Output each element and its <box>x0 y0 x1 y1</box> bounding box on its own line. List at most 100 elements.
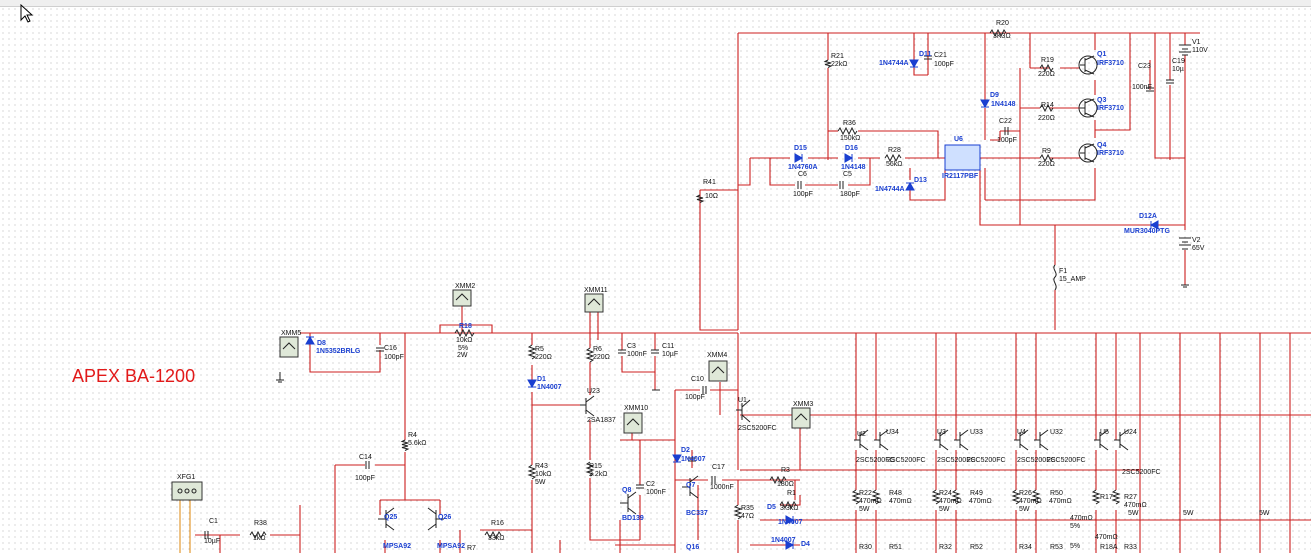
label-r51: R51 <box>889 544 902 551</box>
label-r1-value: 3.3kΩ <box>780 505 798 512</box>
label-u33-type: 2SC5200FC <box>967 457 1006 464</box>
label-d13: D13 <box>914 177 927 184</box>
multimeter-xmm2[interactable] <box>452 289 472 307</box>
label-d15: D15 <box>794 145 807 152</box>
arrow-cursor-icon <box>20 4 34 23</box>
label-c22: C22 <box>999 118 1012 125</box>
label-r19-value: 220Ω <box>1038 71 1055 78</box>
multimeter-xmm3[interactable] <box>791 407 811 429</box>
label-d9: D9 <box>990 92 999 99</box>
label-resistor-tolerance-1: 5% <box>1070 523 1080 530</box>
label-u4-type: 2SC5200FC <box>1017 457 1056 464</box>
label-r36-value: 150kΩ <box>840 135 860 142</box>
multimeter-xmm4[interactable] <box>708 360 728 382</box>
label-r5: R5 <box>535 346 544 353</box>
label-c17-value: 1000nF <box>710 484 734 491</box>
label-u23: U23 <box>587 388 600 395</box>
label-r4-value: 5.6kΩ <box>408 440 426 447</box>
label-xmm10: XMM10 <box>624 405 648 412</box>
label-r5-value: 220Ω <box>535 354 552 361</box>
label-r17: R17 <box>1100 494 1113 501</box>
label-d12a: D12A <box>1139 213 1157 220</box>
label-c19: C19 <box>1172 58 1185 65</box>
label-c10-value: 100pF <box>685 394 705 401</box>
label-q8: Q8 <box>622 487 631 494</box>
label-power-1: 5W <box>1183 510 1194 517</box>
multimeter-xmm5[interactable] <box>279 336 299 358</box>
label-r16-value: 33kΩ <box>488 535 505 542</box>
label-c5-value: 180pF <box>840 191 860 198</box>
label-c11-value: 10µF <box>662 351 678 358</box>
multimeter-xmm10[interactable] <box>623 412 643 434</box>
label-v1-value: 110V <box>1192 47 1208 54</box>
label-r21-value: 22kΩ <box>831 61 848 68</box>
label-c1: C1 <box>209 518 218 525</box>
label-c21: C21 <box>934 52 947 59</box>
label-u24: U24 <box>1124 429 1137 436</box>
label-r4: R4 <box>408 432 417 439</box>
label-u3: U3 <box>937 429 946 436</box>
label-d12a-type: MUR3040PTG <box>1124 228 1170 235</box>
label-q3: Q3 <box>1097 97 1106 104</box>
label-r3: R3 <box>781 467 790 474</box>
label-r27-power: 5W <box>1128 510 1139 517</box>
label-d5-type: 1N4007 <box>778 519 803 526</box>
label-d4: D4 <box>801 541 810 548</box>
label-r22-power: 5W <box>859 506 870 513</box>
wires <box>195 32 1311 553</box>
label-c3: C3 <box>627 343 636 350</box>
function-generator-xfg1[interactable] <box>171 481 203 501</box>
label-r36: R36 <box>843 120 856 127</box>
label-d16-type: 1N4148 <box>841 164 866 171</box>
probe-wires <box>179 500 191 553</box>
label-q16: Q16 <box>686 544 699 551</box>
label-d8: D8 <box>317 340 326 347</box>
label-u32: U32 <box>1050 429 1063 436</box>
label-r53: R53 <box>1050 544 1063 551</box>
label-v1: V1 <box>1192 39 1201 46</box>
label-f1: F1 <box>1059 268 1067 275</box>
label-q7: Q7 <box>686 482 695 489</box>
schematic-title: APEX BA-1200 <box>72 366 195 386</box>
label-u34-type: 2SC5200FC <box>887 457 926 464</box>
label-r19: R19 <box>1041 57 1054 64</box>
label-resistor-tolerance-2: 5% <box>1070 543 1080 550</box>
label-c6: C6 <box>798 171 807 178</box>
label-u2: U2 <box>857 431 866 438</box>
label-d2: D2 <box>681 447 690 454</box>
label-u23-type: 2SA1837 <box>587 417 616 424</box>
multimeter-xmm11[interactable] <box>584 293 604 313</box>
ic-u6[interactable] <box>944 144 981 171</box>
battery-symbols <box>1179 44 1191 250</box>
label-r50: R50 <box>1050 490 1063 497</box>
label-r18: R18 <box>459 323 472 330</box>
label-q1-type: IRF3710 <box>1097 60 1124 67</box>
label-c6-value: 100pF <box>793 191 813 198</box>
label-r18a: R18A <box>1100 544 1118 551</box>
label-c22-value: 100pF <box>997 137 1017 144</box>
label-r50-value: 470mΩ <box>1049 498 1072 505</box>
label-d1-type: 1N4007 <box>537 384 562 391</box>
label-r48-value: 470mΩ <box>889 498 912 505</box>
label-q4: Q4 <box>1097 142 1106 149</box>
label-power-2: 5W <box>1259 510 1270 517</box>
label-r52: R52 <box>970 544 983 551</box>
label-q3-type: IRF3710 <box>1097 105 1124 112</box>
transistor-symbols <box>378 55 1129 531</box>
label-u4: U4 <box>1017 429 1026 436</box>
label-q25: Q25 <box>384 514 397 521</box>
label-d13-type: 1N4744A <box>875 186 905 193</box>
diode-symbols <box>305 59 1159 550</box>
label-u2-type: 2SC5200FC <box>856 457 895 464</box>
label-f1-value: 15_AMP <box>1059 276 1086 283</box>
ground-symbols <box>276 284 1189 391</box>
label-d4-type: 1N4007 <box>771 537 796 544</box>
label-r20-value: 3K3Ω <box>993 33 1011 40</box>
label-c14: C14 <box>359 454 372 461</box>
label-u1-type: 2SC5200FC <box>738 425 777 432</box>
label-r3-value: 180Ω <box>777 481 794 488</box>
capacitor-symbols <box>204 55 1174 539</box>
label-r27-value: 470mΩ <box>1124 502 1147 509</box>
